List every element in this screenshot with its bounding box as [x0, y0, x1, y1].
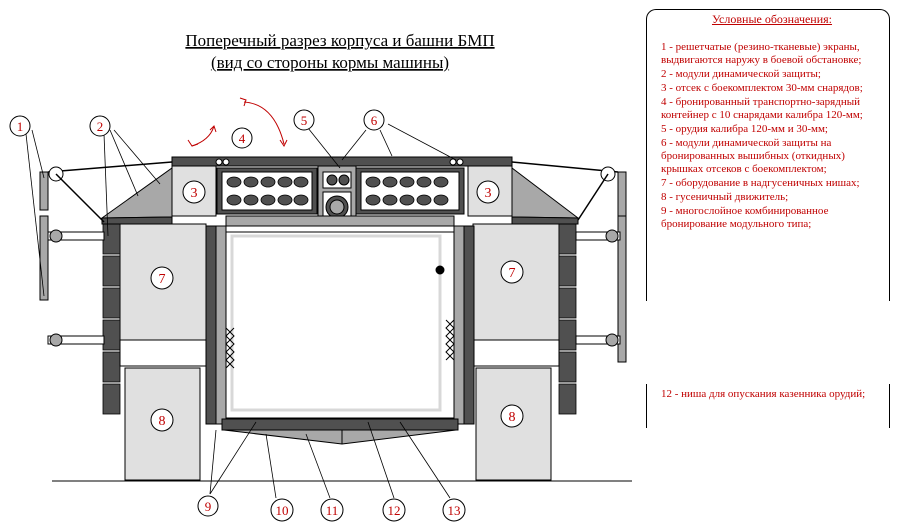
hinges — [215, 158, 464, 166]
floor-v-plate — [223, 429, 457, 445]
callout-13: 13 — [442, 498, 466, 522]
ammo-container-right — [355, 167, 465, 215]
turret-ring — [225, 215, 455, 227]
slat-screen-left — [39, 161, 173, 347]
hull-side-armor-left — [102, 223, 121, 415]
hull-side-armor-right — [558, 223, 577, 415]
interior-detail-left — [225, 327, 235, 369]
svg-text:10: 10 — [276, 503, 289, 518]
callout-11: 11 — [320, 498, 344, 522]
title-line-1: Поперечный разрез корпуса и башни БМП — [185, 31, 494, 50]
floor-armor-bar — [221, 418, 459, 431]
svg-text:5: 5 — [301, 113, 308, 128]
svg-text:2: 2 — [97, 119, 104, 134]
ammo-container-left — [216, 167, 318, 215]
callout-1: 1 — [9, 115, 31, 137]
callout-8-left: 8 — [150, 408, 174, 432]
svg-text:13: 13 — [448, 503, 461, 518]
svg-text:3: 3 — [485, 186, 492, 201]
inner-hull-wall-right — [453, 225, 475, 425]
svg-text:12: 12 — [388, 503, 401, 518]
title-line-2: (вид со стороны кормы машины) — [211, 53, 449, 72]
callout-9: 9 — [197, 495, 219, 517]
legend-item-1: 1 - решетчатые (резино-тканевые) экраны,… — [661, 41, 862, 66]
legend-item-2: 2 - модули динамической защиты; — [661, 68, 821, 80]
svg-text:8: 8 — [159, 414, 166, 429]
legend-item-7: 7 - оборудование в надгусеничных нишах; — [661, 177, 860, 189]
niche-floor-right — [472, 339, 560, 367]
callout-4: 4 — [231, 127, 253, 149]
callout-7-left: 7 — [150, 266, 174, 290]
callout-5: 5 — [293, 109, 315, 131]
svg-text:7: 7 — [159, 272, 166, 287]
callout-8-right: 8 — [500, 404, 524, 428]
leader-lines — [25, 123, 457, 499]
legend-heading: Условные обозначения: — [711, 12, 833, 26]
callout-10: 10 — [270, 498, 294, 522]
interior-detail-right — [435, 265, 455, 361]
callout-12: 12 — [382, 498, 406, 522]
callout-2: 2 — [89, 115, 111, 137]
svg-text:9: 9 — [205, 499, 212, 514]
svg-text:8: 8 — [509, 410, 516, 425]
era-panel-right — [511, 166, 580, 219]
interior-light-frame — [230, 234, 442, 412]
callout-3-right: 3 — [476, 180, 500, 204]
lid-arrow-right — [239, 97, 288, 147]
legend-item-4: 4 - бронированный транспортно-зарядный к… — [661, 96, 863, 121]
legend-item-8: 8 - гусеничный движитель; — [661, 191, 789, 203]
niche-floor-left — [119, 339, 207, 367]
lid-arrow-left — [187, 125, 217, 147]
legend-panel-lower: 12 - ниша для опускания казенника орудий… — [646, 384, 890, 428]
slat-screen-right — [511, 161, 627, 363]
svg-text:11: 11 — [326, 503, 339, 518]
svg-text:7: 7 — [509, 266, 516, 281]
legend-item-12: 12 - ниша для опускания казенника орудий… — [661, 388, 866, 400]
legend-item-5: 5 - орудия калибра 120-мм и 30-мм; — [661, 123, 828, 135]
svg-text:3: 3 — [191, 186, 198, 201]
callout-7-right: 7 — [500, 260, 524, 284]
callout-6: 6 — [363, 109, 385, 131]
svg-text:1: 1 — [17, 119, 24, 134]
svg-text:6: 6 — [371, 113, 378, 128]
callout-3-left: 3 — [182, 180, 206, 204]
legend-panel: Условные обозначения: 1 - решетчатые (ре… — [646, 9, 890, 301]
inner-hull-wall-left — [205, 225, 227, 425]
legend-item-3: 3 - отсек с боекомплектом 30-мм снарядов… — [661, 82, 863, 94]
ammo-rounds — [226, 176, 449, 206]
legend-item-9: 9 - многослойное комбинированное брониро… — [661, 205, 829, 230]
legend-item-6: 6 - модули динамической защиты на бронир… — [661, 137, 845, 175]
svg-text:4: 4 — [239, 131, 246, 146]
